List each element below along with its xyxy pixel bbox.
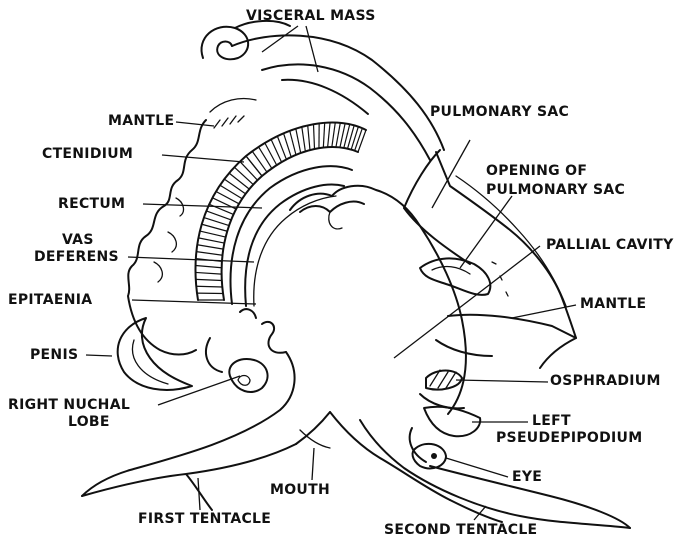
leader-rectum <box>143 204 262 208</box>
leader-ctenidium <box>162 155 244 162</box>
label-rectum: RECTUM <box>58 196 125 212</box>
leader-eye <box>446 458 508 477</box>
label-vas-deferens-line2: DEFERENS <box>34 249 119 265</box>
leader-pallial-cavity <box>394 246 540 358</box>
label-visceral-mass: VISCERAL MASS <box>246 8 376 24</box>
leader-visceral-mass-a <box>262 26 298 52</box>
label-mantle-right: MANTLE <box>580 296 646 312</box>
leader-penis <box>86 355 112 356</box>
leader-visceral-mass-b <box>306 26 318 72</box>
leader-opening <box>460 196 512 268</box>
leader-right-nuchal <box>158 376 240 405</box>
leader-vas-deferens <box>128 257 254 262</box>
label-pallial-cavity: PALLIAL CAVITY <box>546 237 674 253</box>
label-opening-line1: OPENING OF <box>486 163 587 179</box>
label-left-pseudepipodium-line2: PSEUDEPIPODIUM <box>496 430 642 446</box>
leader-second-tentacle <box>474 506 486 520</box>
leader-mantle-right <box>512 305 576 318</box>
label-vas-deferens-line1: VAS <box>62 232 94 248</box>
label-osphradium: OSPHRADIUM <box>550 373 661 389</box>
label-pulmonary-sac: PULMONARY SAC <box>430 104 569 120</box>
leader-mouth <box>312 448 314 480</box>
label-right-nuchal-line1: RIGHT NUCHAL <box>8 397 130 413</box>
leader-first-tentacle <box>198 478 200 510</box>
label-eye: EYE <box>512 469 542 485</box>
label-right-nuchal-line2: LOBE <box>68 414 110 430</box>
label-penis: PENIS <box>30 347 78 363</box>
label-epitaenia: EPITAENIA <box>8 292 92 308</box>
leader-osphradium <box>456 380 548 382</box>
leader-mantle-top <box>176 122 214 126</box>
label-first-tentacle: FIRST TENTACLE <box>138 511 271 527</box>
label-mantle-top: MANTLE <box>108 113 174 129</box>
leader-pulmonary-sac <box>432 140 470 208</box>
label-second-tentacle: SECOND TENTACLE <box>384 522 537 538</box>
label-ctenidium: CTENIDIUM <box>42 146 133 162</box>
leader-epitaenia <box>132 300 256 304</box>
label-left-pseudepipodium-line1: LEFT <box>532 413 571 429</box>
label-opening-line2: PULMONARY SAC <box>486 182 625 198</box>
label-mouth: MOUTH <box>270 482 330 498</box>
